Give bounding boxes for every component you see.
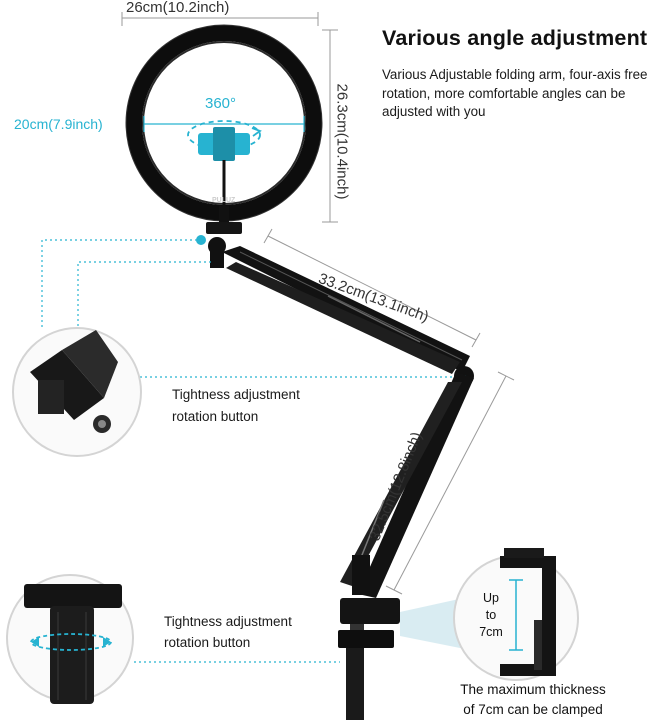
arm-lower-dimension (385, 371, 515, 595)
clamp-note-line1: The maximum thickness (460, 682, 606, 697)
ring-width-dimension (121, 12, 319, 26)
leader-lines (41, 239, 454, 663)
ring-width-label: 26cm(10.2inch) (126, 0, 230, 16)
inner-diameter-dimension (143, 116, 305, 132)
clamp-size-label: 7cm (479, 625, 503, 639)
bottom-callout-circle (6, 574, 134, 704)
page-title: Various angle adjustment (382, 26, 648, 50)
ring-height-dimension (322, 29, 338, 223)
ring-height-label: 26.3cm(10.4inch) (333, 83, 351, 200)
arm-upper-dimension (263, 228, 481, 348)
clamp-detail-circle (453, 548, 579, 681)
folding-arm (196, 235, 474, 598)
clamp-note-line2: of 7cm can be clamped (463, 702, 603, 717)
top-callout-label-line1: Tightness adjustment (172, 387, 300, 402)
rotation-label: 360° (205, 95, 237, 112)
top-callout-circle (12, 327, 142, 457)
bottom-callout-label-line1: Tightness adjustment (164, 614, 292, 629)
inner-diameter-label: 20cm(7.9inch) (14, 116, 103, 132)
clamp-up-label: Up (483, 591, 499, 605)
brand-logo: PULUZ (212, 197, 236, 204)
phone-holder (187, 120, 262, 206)
clamp-to-label: to (485, 608, 497, 622)
bottom-callout-label-line2: rotation button (164, 635, 251, 650)
top-callout-label-line2: rotation button (172, 409, 259, 424)
description: Various Adjustable folding arm, four-axi… (382, 67, 648, 119)
